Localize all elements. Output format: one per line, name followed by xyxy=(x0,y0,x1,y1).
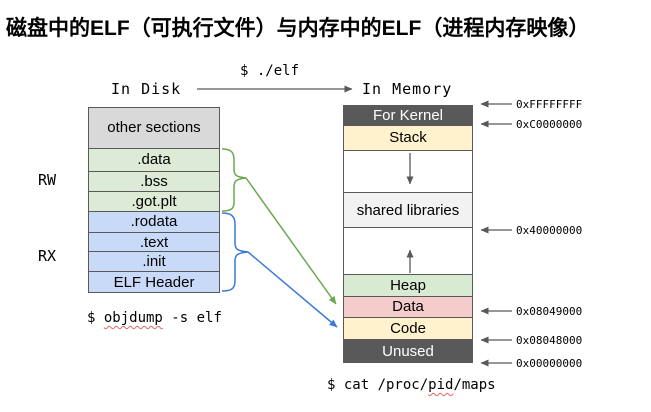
rx-segment-label: RX xyxy=(38,247,57,265)
disk-section-other: other sections xyxy=(89,108,219,149)
page-title: 磁盘中的ELF（可执行文件）与内存中的ELF（进程内存映像） xyxy=(6,17,590,40)
objdump-command: $ objdump -s elf xyxy=(87,310,222,326)
disk-elf-layout: other sections .data .bss .got.plt .roda… xyxy=(88,107,220,293)
address-0x08049000: 0x08049000 xyxy=(516,305,583,318)
process-memory-layout: For Kernel Stack shared libraries Heap D… xyxy=(343,105,473,363)
disk-section-init: .init xyxy=(89,252,219,273)
mem-region-shared-libraries: shared libraries xyxy=(344,193,472,229)
address-0xffffffff: 0xFFFFFFFF xyxy=(516,98,583,111)
disk-section-rodata: .rodata xyxy=(89,211,219,233)
disk-section-data: .data xyxy=(89,148,219,173)
disk-section-got-plt: .got.plt xyxy=(89,192,219,212)
address-pointer-arrows xyxy=(480,100,512,367)
mem-region-for-kernel: For Kernel xyxy=(344,106,472,126)
proc-maps-command: $ cat /proc/pid/maps xyxy=(327,377,496,393)
mem-region-data: Data xyxy=(344,296,472,319)
objdump-command-prefix: $ xyxy=(87,310,104,326)
disk-section-elf-header: ELF Header xyxy=(89,272,219,292)
maps-command-prefix: $ cat /proc/ xyxy=(327,377,429,393)
maps-command-suffix: /maps xyxy=(453,377,496,393)
rw-segment-label: RW xyxy=(38,171,57,189)
rw-to-data-arrow xyxy=(245,177,337,305)
mem-region-stack: Stack xyxy=(344,125,472,151)
rx-sections-brace xyxy=(221,212,249,292)
mem-region-heap: Heap xyxy=(344,274,472,297)
rx-to-code-arrow xyxy=(247,251,338,328)
mem-region-heap-growth-gap xyxy=(344,228,472,275)
address-0xc0000000: 0xC0000000 xyxy=(516,118,583,131)
run-elf-command: $ ./elf xyxy=(240,63,300,79)
rw-sections-brace xyxy=(221,148,247,212)
address-0x00000000: 0x00000000 xyxy=(516,357,583,370)
objdump-command-suffix: -s elf xyxy=(162,310,222,326)
address-0x40000000: 0x40000000 xyxy=(516,224,583,237)
maps-command-misspelled-word: pid xyxy=(428,377,454,393)
disk-section-bss: .bss xyxy=(89,172,219,193)
disk-column-heading: In Disk xyxy=(111,80,182,98)
mem-region-stack-growth-gap xyxy=(344,151,472,194)
address-0x08048000: 0x08048000 xyxy=(516,334,583,347)
mem-region-code: Code xyxy=(344,318,472,341)
disk-section-text: .text xyxy=(89,232,219,253)
mem-region-unused: Unused xyxy=(344,340,472,362)
memory-column-heading: In Memory xyxy=(362,80,453,98)
objdump-command-misspelled-word: objdump xyxy=(103,310,163,326)
